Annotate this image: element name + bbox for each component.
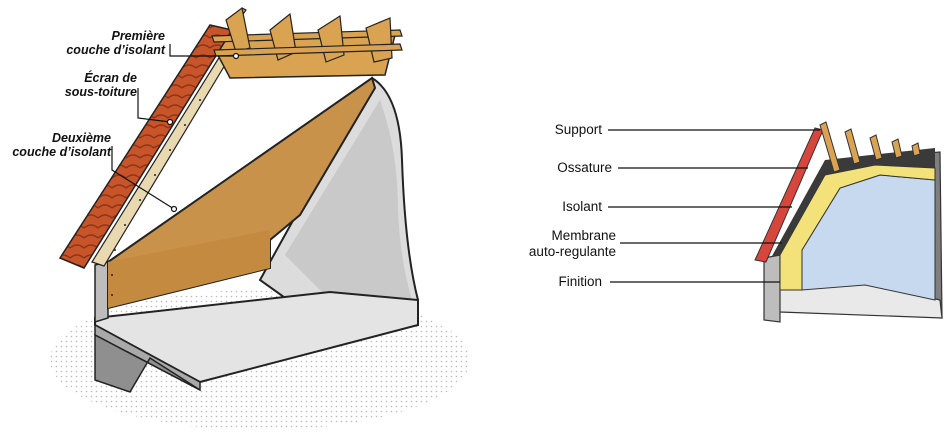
- support-wall: [94, 333, 201, 393]
- right-leader-lines: [608, 129, 820, 283]
- right-left-wall: [763, 254, 781, 323]
- label-underlay-screen: Écran de sous-toiture: [64, 71, 137, 99]
- second-insulation-lower: [108, 230, 270, 308]
- label-second-insulation: Deuxième couche d’isolant: [12, 131, 111, 159]
- ossature-layer: [772, 148, 935, 256]
- gable-wall-inner: [285, 100, 412, 300]
- right-roof-illustration: [608, 121, 943, 323]
- label-first-insulation: Première couche d’isolant: [66, 29, 165, 57]
- knee-wall: [94, 261, 109, 324]
- right-rafters: [819, 121, 921, 173]
- label-ossature: Ossature: [557, 160, 612, 175]
- label-support: Support: [554, 122, 602, 137]
- label-isolant: Isolant: [562, 199, 602, 214]
- right-roof-diagram: Support Ossature Isolant Membrane auto-r…: [480, 0, 950, 438]
- left-roof-diagram: Première couche d’isolant Écran de sous-…: [12, 6, 470, 430]
- fixing-dots: [111, 99, 201, 296]
- left-roof-illustration: [50, 6, 470, 430]
- roof-rafters: [211, 6, 403, 63]
- label-finition: Finition: [558, 274, 602, 289]
- label-membrane: Membrane auto-regulante: [528, 228, 616, 259]
- left-leader-lines: [111, 44, 240, 213]
